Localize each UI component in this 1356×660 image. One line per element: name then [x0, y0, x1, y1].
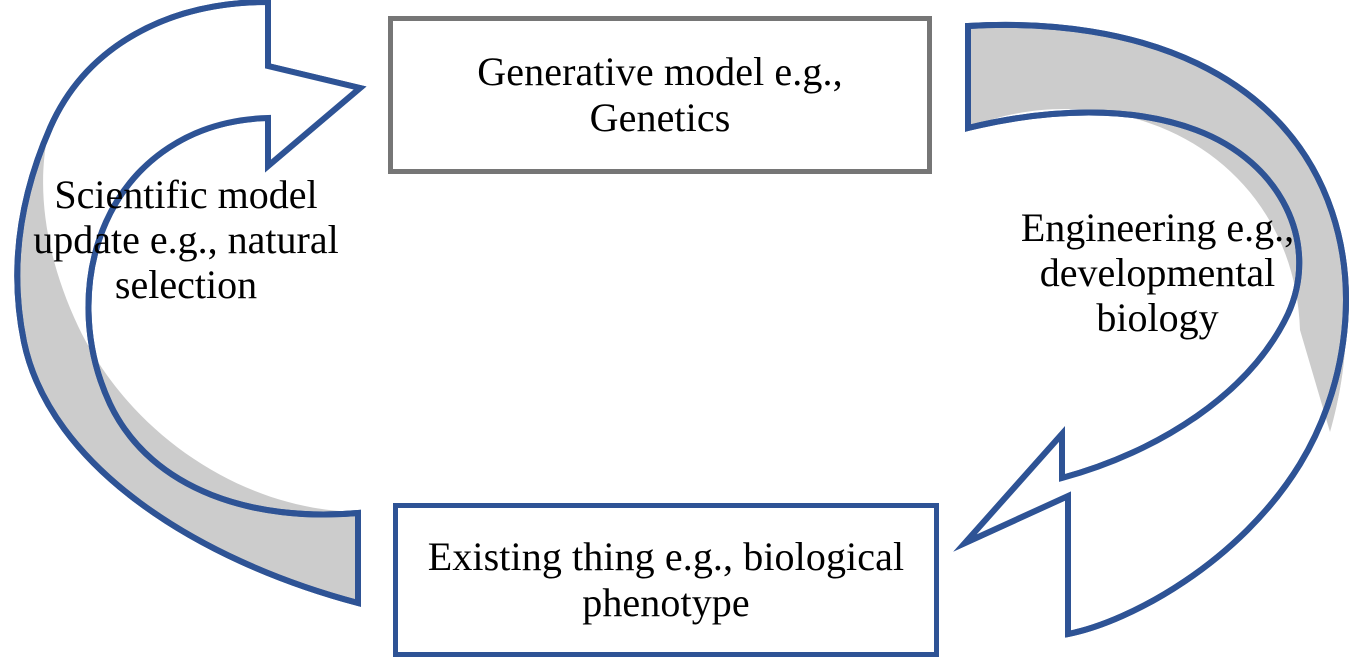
engineering-arrowhead	[965, 416, 1196, 634]
engineering-arrow-body-fill	[968, 24, 1346, 432]
node-box-existing-thing[interactable]: Existing thing e.g., biological phenotyp…	[393, 503, 939, 657]
node-box-generative-model[interactable]: Generative model e.g., Genetics	[388, 16, 932, 174]
edge-label-scientific-model-update: Scientific model update e.g., natural se…	[33, 172, 339, 308]
node-label-existing-thing: Existing thing e.g., biological phenotyp…	[427, 534, 905, 625]
scientific-update-arrow-outline	[14, 0, 367, 607]
scientific-update-arrow-tail-band	[19, 134, 358, 602]
engineering-arrow-outline	[953, 21, 1349, 638]
scientific-update-arrowhead	[136, 2, 360, 178]
node-label-generative-model: Generative model e.g., Genetics	[477, 49, 843, 140]
edge-label-engineering: Engineering e.g., developmental biology	[1020, 205, 1295, 341]
